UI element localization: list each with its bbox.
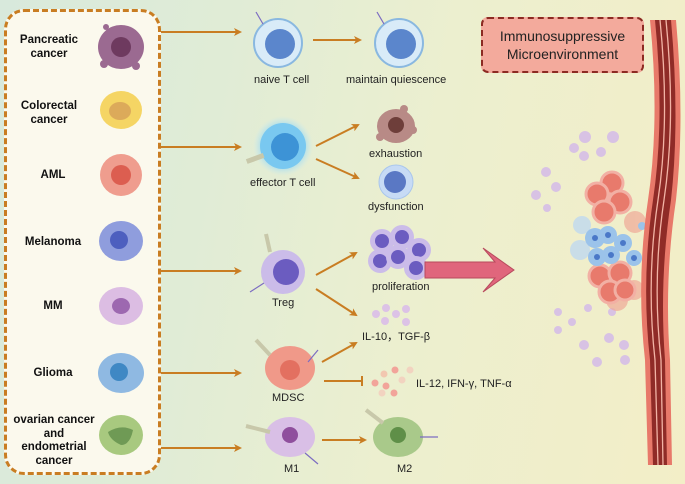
m1-label: M1 — [284, 463, 300, 475]
label-line: AML — [40, 169, 66, 181]
tumor-cluster-icon — [531, 131, 657, 367]
label-line: and — [43, 427, 65, 440]
cancer-cell-ovarian-endometrial — [99, 415, 143, 455]
label-line: Colorectal — [20, 100, 78, 112]
il12-ifn-tnf-dots-icon — [371, 366, 414, 397]
blood-vessel-icon — [641, 19, 681, 466]
treg-label: Treg — [272, 297, 295, 309]
arrow — [315, 124, 360, 147]
label-line: Glioma — [33, 367, 73, 379]
cancer-cell-glioma — [98, 353, 144, 393]
inhibition-line — [324, 376, 363, 386]
cancer-cell-pancreatic — [98, 24, 144, 70]
il10-tgfb-dots-icon — [372, 304, 410, 326]
cancer-label-pancreatic: Pancreatic cancer — [14, 34, 84, 61]
arrow — [315, 252, 358, 276]
cancer-cell-aml — [100, 154, 142, 196]
title-line-1: Immunosuppressive — [499, 28, 626, 44]
exhaustion-label: exhaustion — [369, 148, 423, 160]
proliferation-label: proliferation — [372, 281, 430, 293]
effector-t-cell-icon — [245, 116, 313, 176]
title-line-2: Microenvironment — [506, 46, 619, 62]
dysfunction-label: dysfunction — [368, 201, 424, 213]
naive-t-cell-icon — [253, 11, 303, 68]
label-line: cancer — [30, 47, 68, 60]
m2-label: M2 — [397, 463, 413, 475]
label-line: Pancreatic — [19, 34, 79, 46]
naive-t-cell-label: naive T cell — [254, 74, 310, 86]
mdsc-label: MDSC — [272, 392, 305, 404]
effector-t-cell-label: effector T cell — [250, 177, 316, 189]
dysfunctional-cell-icon — [378, 164, 414, 200]
m2-macrophage-icon — [364, 408, 438, 457]
il10-tgfb-label: IL-10，TGF-β — [362, 331, 431, 343]
cancer-label-colorectal: Colorectal cancer — [14, 100, 84, 127]
label-line: cancer — [30, 113, 68, 126]
arrow — [315, 288, 358, 317]
label-line: cancer — [35, 454, 73, 467]
cancer-cell-melanoma — [99, 221, 143, 261]
exhausted-cell-icon — [376, 105, 417, 143]
treg-cell-icon — [249, 233, 305, 294]
cancer-label-glioma: Glioma — [18, 367, 88, 381]
label-line: endometrial — [21, 441, 87, 453]
immunosuppressive-microenvironment-title: Immunosuppressive Microenvironment — [481, 17, 644, 73]
il12-ifn-tnf-label: IL-12, IFN-γ, TNF-α — [416, 378, 512, 390]
proliferating-treg-icon — [368, 225, 431, 280]
cancer-label-mm: MM — [18, 300, 88, 314]
maintain-quiescence-label: maintain quiescence — [346, 74, 447, 86]
big-arrow-icon — [424, 247, 515, 293]
label-line: Melanoma — [24, 236, 82, 248]
cancer-label-ovarian-endometrial: ovarian cancer and endometrial cancer — [10, 414, 98, 468]
quiescent-t-cell-icon — [374, 11, 424, 68]
arrow — [315, 158, 360, 180]
cancer-cell-colorectal — [100, 91, 142, 129]
source-arrows — [161, 28, 242, 452]
label-line: ovarian cancer — [13, 414, 95, 426]
mdsc-cell-icon — [254, 338, 319, 390]
cancer-cell-mm — [99, 287, 143, 325]
cancer-label-aml: AML — [18, 169, 88, 183]
cancer-label-melanoma: Melanoma — [18, 236, 88, 250]
m1-macrophage-icon — [245, 417, 319, 465]
label-line: MM — [43, 300, 63, 312]
arrow — [321, 342, 358, 363]
